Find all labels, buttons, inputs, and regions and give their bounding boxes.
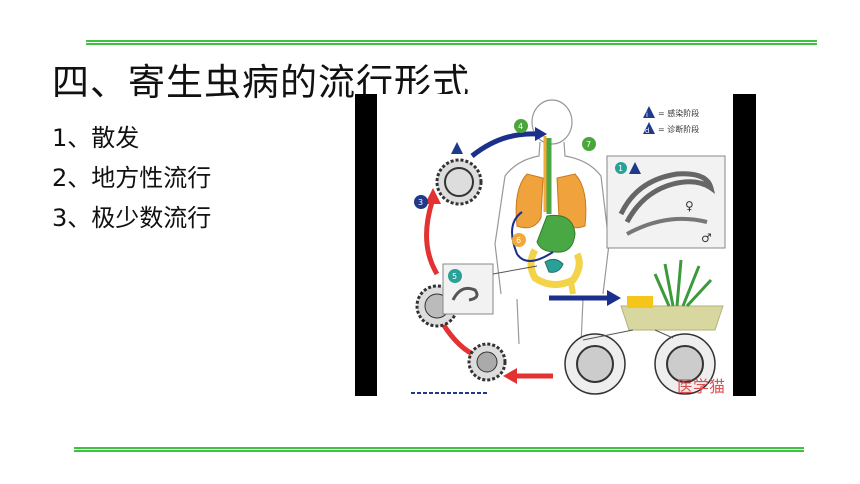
human-body-outline	[494, 99, 610, 345]
bottom-divider	[74, 447, 804, 452]
list-item: 2、地方性流行	[52, 164, 212, 192]
soil-and-grass	[582, 259, 724, 341]
arrow-ingestion	[470, 131, 538, 158]
lifecycle-diagram: i = 感染阶段 d = 诊断阶段	[377, 94, 733, 396]
epidemic-forms-list: 1、散发 2、地方性流行 3、极少数流行	[52, 118, 211, 238]
legend-diagnostic-label: = 诊断阶段	[658, 124, 699, 134]
top-divider	[86, 40, 817, 45]
list-item: 1、散发	[52, 124, 140, 152]
migration-path	[511, 211, 554, 262]
male-symbol: ♂	[701, 231, 712, 245]
infective-stage-marker	[451, 142, 463, 154]
watermark: 医学猫	[677, 377, 725, 396]
egg-stage-3	[435, 158, 483, 206]
legend-diagnostic-symbol: d	[645, 127, 649, 135]
step-6-label: 6	[516, 236, 521, 245]
adult-worms-box: ♀ ♂	[606, 155, 726, 249]
egg-magnified-right	[654, 333, 716, 395]
female-symbol: ♀	[685, 199, 694, 213]
parasite-lifecycle-figure: i = 感染阶段 d = 诊断阶段	[355, 94, 756, 396]
legend-infective-label: = 感染阶段	[658, 108, 699, 118]
step-5-label: 5	[452, 272, 457, 281]
list-item: 3、极少数流行	[52, 204, 212, 232]
step-badges: 1 4 7 6 5 3	[414, 119, 641, 283]
step-1-label: 1	[618, 164, 623, 173]
legend-infective-symbol: i	[646, 111, 648, 119]
step-7-label: 7	[586, 140, 591, 149]
egg-stage-embryonating	[467, 342, 507, 382]
digestive-organs	[515, 136, 587, 295]
step-4-label: 4	[518, 122, 523, 131]
egg-magnified-left	[564, 333, 626, 395]
step-3-label: 3	[418, 198, 423, 207]
legend: i = 感染阶段 d = 诊断阶段	[643, 106, 699, 135]
